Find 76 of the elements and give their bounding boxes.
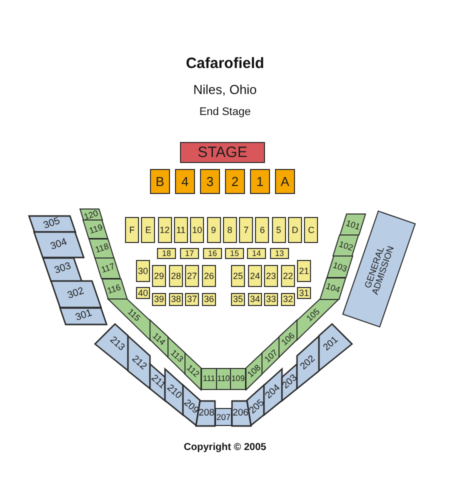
seating-section: 114	[150, 320, 168, 358]
seating-section: 31	[297, 287, 311, 299]
seating-section: 102	[333, 235, 359, 256]
seating-section: E	[141, 217, 156, 243]
seating-section: 17	[180, 248, 199, 259]
copyright-notice: Copyright © 2005	[184, 442, 266, 454]
seating-section: 212	[128, 336, 150, 388]
seating-section: 213	[95, 324, 128, 371]
seating-section: 110	[216, 368, 231, 390]
seating-section: 38	[169, 293, 183, 306]
seating-section: 112	[185, 353, 201, 390]
seating-section: 7	[239, 217, 254, 243]
seating-section: 35	[231, 293, 245, 306]
seating-section: 118	[89, 238, 114, 258]
seating-section: 207	[215, 408, 232, 426]
seating-section: 303	[43, 258, 82, 281]
seating-section: 106	[279, 320, 297, 358]
seating-section: 6	[255, 217, 270, 243]
seating-section: 12	[158, 217, 172, 243]
seating-section: 36	[202, 293, 216, 306]
seating-section: 27	[185, 265, 199, 287]
seating-section: 10	[190, 217, 204, 243]
seating-section: D	[288, 217, 302, 243]
seating-section: A	[275, 169, 295, 194]
seating-section: 101	[340, 214, 366, 235]
seating-section: 15	[225, 248, 244, 259]
seating-section: 37	[185, 293, 199, 306]
seating-section: 111	[201, 368, 217, 390]
seating-section: 120	[80, 209, 102, 220]
seating-section: 116	[102, 278, 127, 299]
seating-section: 16	[203, 248, 222, 259]
seating-section: 29	[152, 265, 166, 287]
seating-section: 204	[264, 369, 282, 415]
seating-section: 210	[165, 369, 183, 415]
seating-section: 103	[326, 256, 352, 278]
venue-title: Cafarofield	[186, 55, 264, 72]
seating-section: 2	[225, 169, 245, 194]
layout-label: End Stage	[199, 106, 251, 119]
seating-section: 39	[152, 293, 166, 306]
seating-section: 11	[174, 217, 188, 243]
seating-section: 21	[297, 260, 311, 282]
seating-section: 117	[95, 258, 121, 278]
seating-section: 13	[270, 248, 289, 259]
seating-section: 304	[34, 232, 84, 258]
seating-section: 34	[248, 293, 262, 306]
seating-section: 28	[169, 265, 183, 287]
seating-section: 30	[136, 260, 150, 282]
seating-section: 22	[281, 265, 295, 287]
seating-section: 1	[250, 169, 270, 194]
seating-section: 33	[264, 293, 278, 306]
seating-section: 32	[281, 293, 295, 306]
venue-location: Niles, Ohio	[193, 83, 257, 98]
seating-section: C	[304, 217, 318, 243]
seating-section: 119	[83, 220, 108, 238]
seating-section: 104	[320, 278, 346, 299]
seating-section: 25	[231, 265, 245, 287]
seating-section: 40	[136, 287, 150, 299]
seating-section: 3	[200, 169, 220, 194]
seating-section: 18	[157, 248, 176, 259]
seating-section: 301	[60, 308, 107, 324]
seating-section: 5	[272, 217, 286, 243]
seating-section: 109	[230, 368, 246, 390]
seating-section: 305	[29, 216, 76, 232]
seating-section: 202	[297, 336, 319, 388]
seating-section: 24	[248, 265, 262, 287]
seating-section: 14	[247, 248, 266, 259]
seating-section: 9	[206, 217, 220, 243]
stage-block: STAGE	[180, 142, 265, 163]
seating-section: 4	[175, 169, 195, 194]
seating-section: 26	[202, 265, 216, 287]
seating-section: B	[150, 169, 170, 194]
seating-section: 23	[264, 265, 278, 287]
seating-section: F	[125, 217, 139, 243]
seating-section: 302	[51, 281, 102, 308]
seating-section: 8	[222, 217, 237, 243]
seating-section: 201	[319, 324, 352, 371]
